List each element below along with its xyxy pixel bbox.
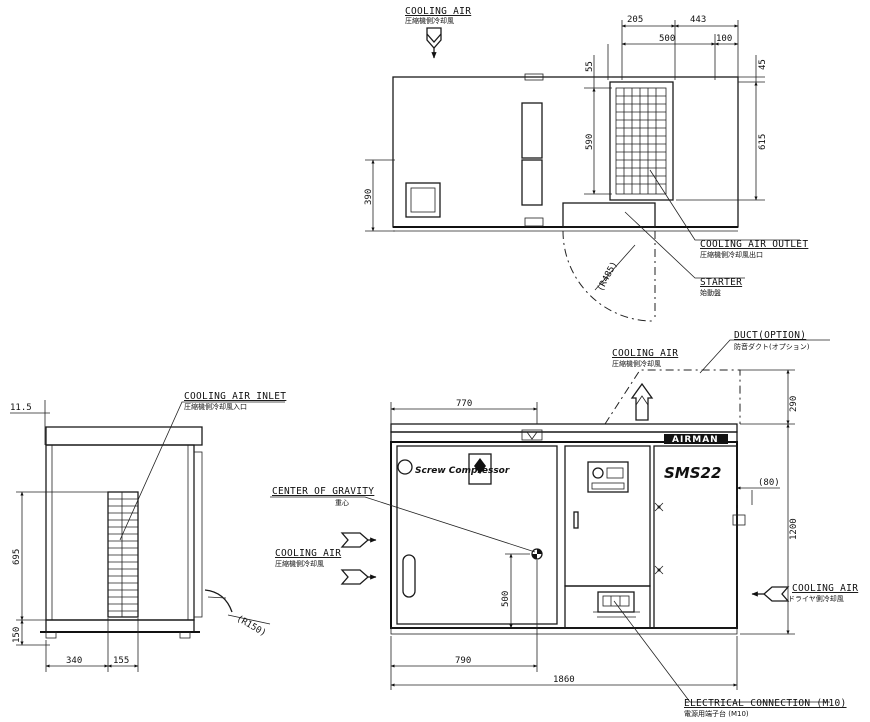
cog-jp: 重心 xyxy=(335,499,349,507)
top-cooling-air-jp: 圧縮機側冷却風 xyxy=(405,16,454,25)
elec-leader xyxy=(613,600,830,703)
side-roof xyxy=(45,426,203,446)
dim-155: 155 xyxy=(113,656,129,666)
top-view-outline xyxy=(392,76,739,228)
inlet-label: COOLING AIR INLET xyxy=(184,391,286,402)
sight-window xyxy=(402,554,416,598)
dim-790: 790 xyxy=(455,656,471,666)
dim-205: 205 xyxy=(627,15,643,25)
top-cooling-air-label: COOLING AIR xyxy=(405,6,471,17)
brand-screw-compressor: Screw Compressor xyxy=(415,466,510,476)
dim-500-top: 500 xyxy=(659,34,675,44)
duct-jp: 防音ダクト(オプション) xyxy=(734,342,810,351)
outlet-jp: 圧縮機側冷却風出口 xyxy=(700,250,763,259)
gauge-panel xyxy=(587,461,629,493)
dim-r485: (R485) xyxy=(596,260,620,293)
starter-leader xyxy=(624,211,745,279)
dim-11-5: 11.5 xyxy=(10,403,32,413)
dim-290: 290 xyxy=(789,396,799,412)
front-roof xyxy=(390,423,738,433)
dim-500-cog: 500 xyxy=(501,591,511,607)
top-slot-upper xyxy=(521,102,543,159)
terminal-block xyxy=(597,591,635,613)
cooling-air-up-arrow-icon xyxy=(630,382,654,421)
dim-45: 45 xyxy=(758,59,768,70)
top-view: COOLING AIR 圧縮機側冷却風 xyxy=(364,6,808,322)
starter-label: STARTER xyxy=(700,277,742,288)
dim-695: 695 xyxy=(12,549,22,565)
side-view: 11.5 xyxy=(10,391,286,672)
dim-390: 390 xyxy=(364,189,374,205)
door-swing-arc xyxy=(562,230,656,322)
airman-badge xyxy=(664,434,728,444)
cooling-air-right-arrow-icon xyxy=(340,532,377,585)
left-panel xyxy=(396,445,558,625)
dim-80: (80) xyxy=(758,478,780,488)
cog-label: CENTER OF GRAVITY xyxy=(272,486,374,497)
outlet-label: COOLING AIR OUTLET xyxy=(700,239,808,250)
emblem-plate xyxy=(468,453,492,485)
hokuetsu-logo-icon xyxy=(397,459,413,475)
dim-1200: 1200 xyxy=(789,518,799,540)
airman-text: AIRMAN xyxy=(672,435,719,445)
dim-340: 340 xyxy=(66,656,82,666)
dim-1860: 1860 xyxy=(553,675,575,685)
front-cooling-air-right-label: COOLING AIR xyxy=(792,583,858,594)
pressure-gauge-icon xyxy=(592,467,604,479)
dim-770: 770 xyxy=(456,399,472,409)
inlet-leader xyxy=(119,401,285,541)
duct-option-outline xyxy=(604,369,741,425)
top-slot-lower xyxy=(521,159,543,206)
dim-100: 100 xyxy=(716,34,732,44)
cooling-air-inlet-grille xyxy=(107,491,139,618)
door-handle xyxy=(573,511,579,529)
starter-box xyxy=(562,202,656,228)
outlet-leader xyxy=(649,169,800,241)
starter-jp: 始動盤 xyxy=(700,288,721,297)
elec-jp: 電源用端子台 (M10) xyxy=(684,709,749,718)
front-cooling-air-left-label: COOLING AIR xyxy=(275,548,341,559)
cooling-air-down-arrow-icon xyxy=(426,27,442,59)
front-cooling-air-right-jp: ドライヤ側冷却風 xyxy=(788,594,844,603)
cooling-air-outlet-grille xyxy=(615,87,667,195)
front-cooling-air-top-jp: 圧縮機側冷却風 xyxy=(612,359,661,368)
dim-590: 590 xyxy=(585,134,595,150)
cooling-air-left-arrow-icon xyxy=(751,586,790,602)
dim-r150: (R150) xyxy=(235,614,268,639)
front-cooling-air-left-jp: 圧縮機側冷却風 xyxy=(275,559,324,568)
dim-150: 150 xyxy=(12,627,22,643)
side-door-swing xyxy=(204,589,233,613)
side-body xyxy=(45,444,195,621)
model-label: SMS22 xyxy=(664,464,721,482)
elec-label: ELECTRICAL CONNECTION (M10) xyxy=(684,698,847,709)
duct-label: DUCT(OPTION) xyxy=(734,330,806,341)
cog-leader xyxy=(270,496,536,553)
dim-443: 443 xyxy=(690,15,706,25)
top-square-vent xyxy=(405,182,441,218)
dim-55: 55 xyxy=(585,61,595,72)
dim-615: 615 xyxy=(758,134,768,150)
front-cooling-air-top-label: COOLING AIR xyxy=(612,348,678,359)
front-view: DUCT(OPTION) 防音ダクト(オプション) COOLING AIR 圧縮… xyxy=(270,330,858,718)
inlet-jp: 圧縮機側冷却風入口 xyxy=(184,402,247,411)
